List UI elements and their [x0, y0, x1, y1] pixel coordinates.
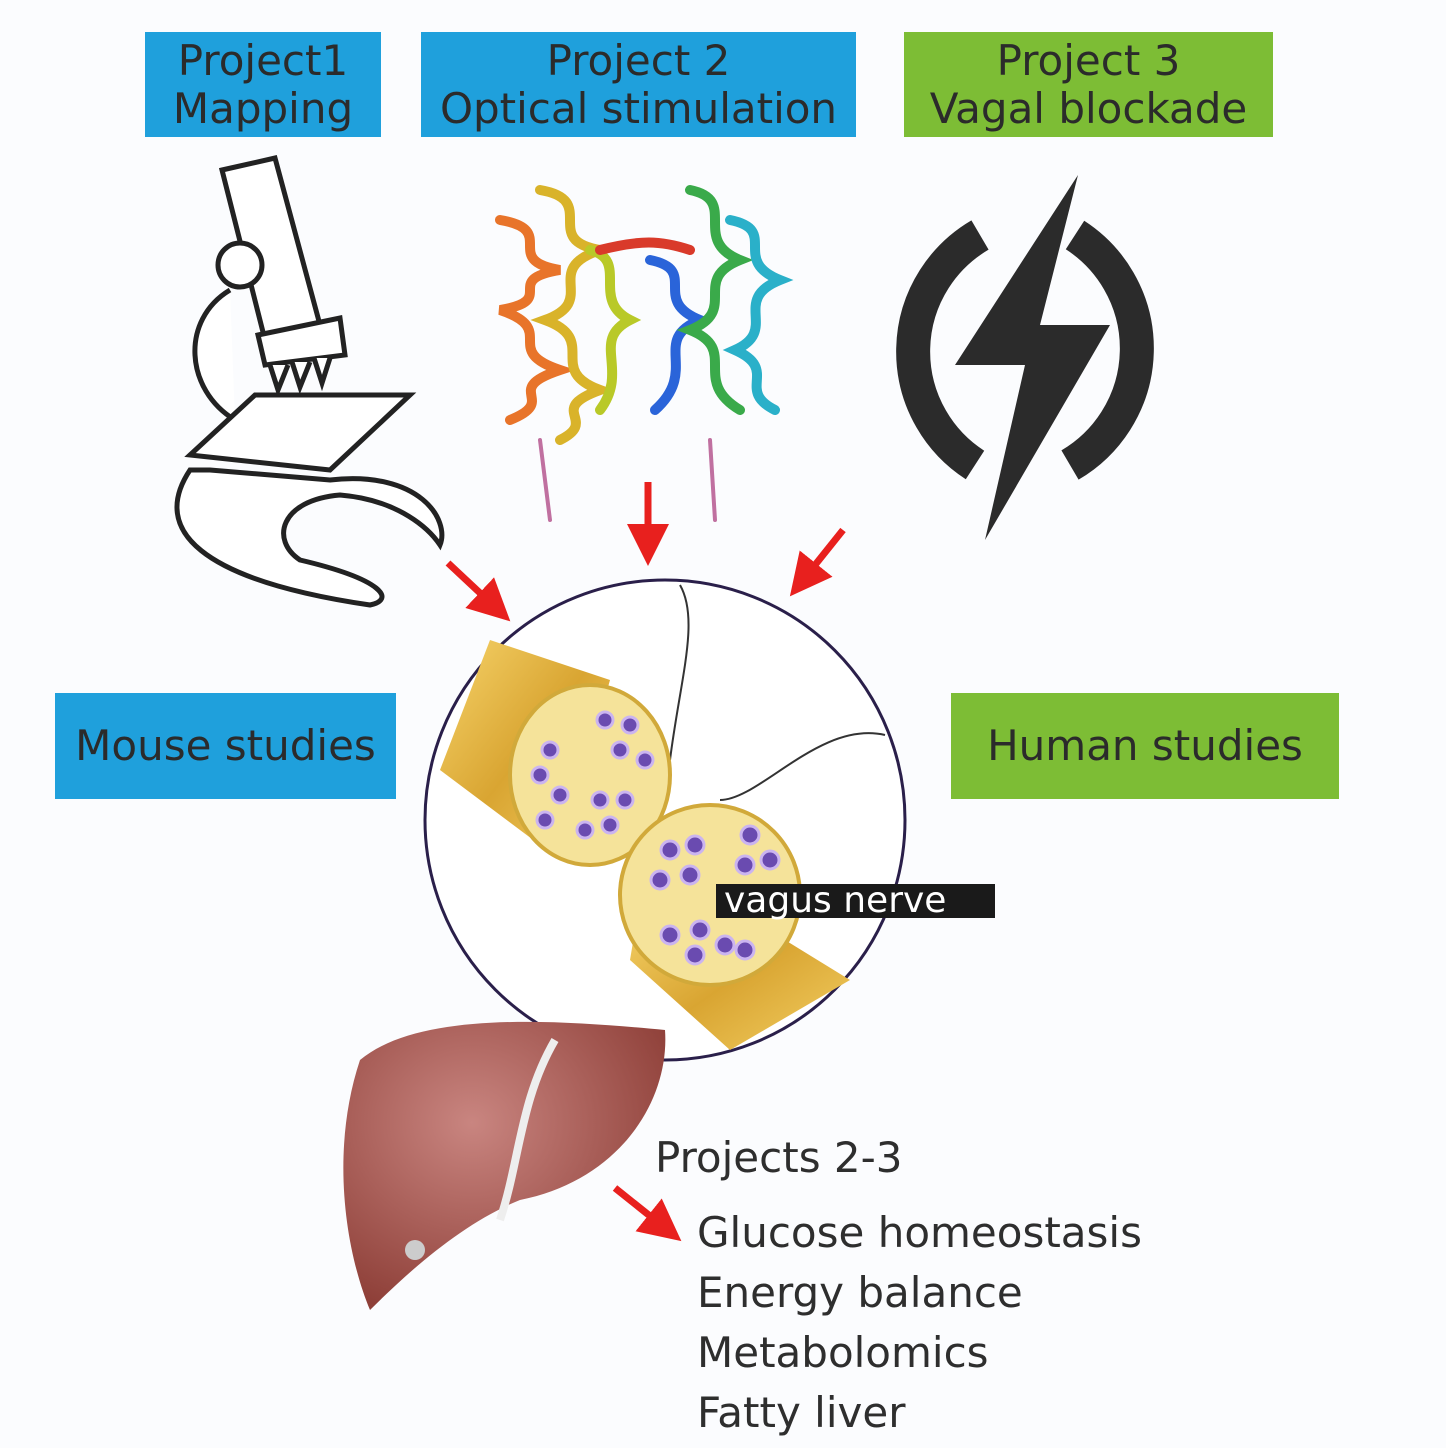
project2-label: Project 2 Optical stimulation [421, 32, 856, 137]
protein-structure-icon [495, 185, 794, 522]
vagus-nerve-illustration [423, 578, 907, 1062]
liver-illustration [343, 1021, 666, 1310]
vagus-nerve-label: vagus nerve [716, 883, 995, 919]
mouse-studies-label: Mouse studies [55, 693, 396, 799]
lightning-power-icon [896, 175, 1154, 540]
arrow-from-project1 [445, 560, 511, 622]
outcome-item: Energy balance [697, 1268, 1023, 1317]
human-studies-text: Human studies [987, 721, 1303, 770]
project1-title: Project1 [177, 35, 349, 85]
project3-label: Project 3 Vagal blockade [904, 32, 1273, 137]
human-studies-label: Human studies [951, 693, 1339, 799]
project2-title: Project 2 [546, 35, 731, 85]
arrow-to-outcomes [612, 1185, 682, 1242]
outcome-item: Glucose homeostasis [697, 1208, 1142, 1257]
mouse-studies-text: Mouse studies [75, 721, 376, 770]
project3-title: Project 3 [996, 35, 1181, 85]
project3-subtitle: Vagal blockade [929, 83, 1248, 133]
arrow-from-project3 [789, 527, 846, 597]
project1-subtitle: Mapping [172, 83, 354, 133]
red-arrows [445, 482, 846, 1242]
outcome-item: Metabolomics [697, 1328, 989, 1377]
outcomes-heading: Projects 2-3 [655, 1133, 903, 1182]
project2-subtitle: Optical stimulation [439, 83, 838, 133]
project1-label: Project1 Mapping [145, 32, 381, 137]
microscope-icon [174, 155, 445, 608]
outcome-item: Fatty liver [697, 1388, 906, 1437]
